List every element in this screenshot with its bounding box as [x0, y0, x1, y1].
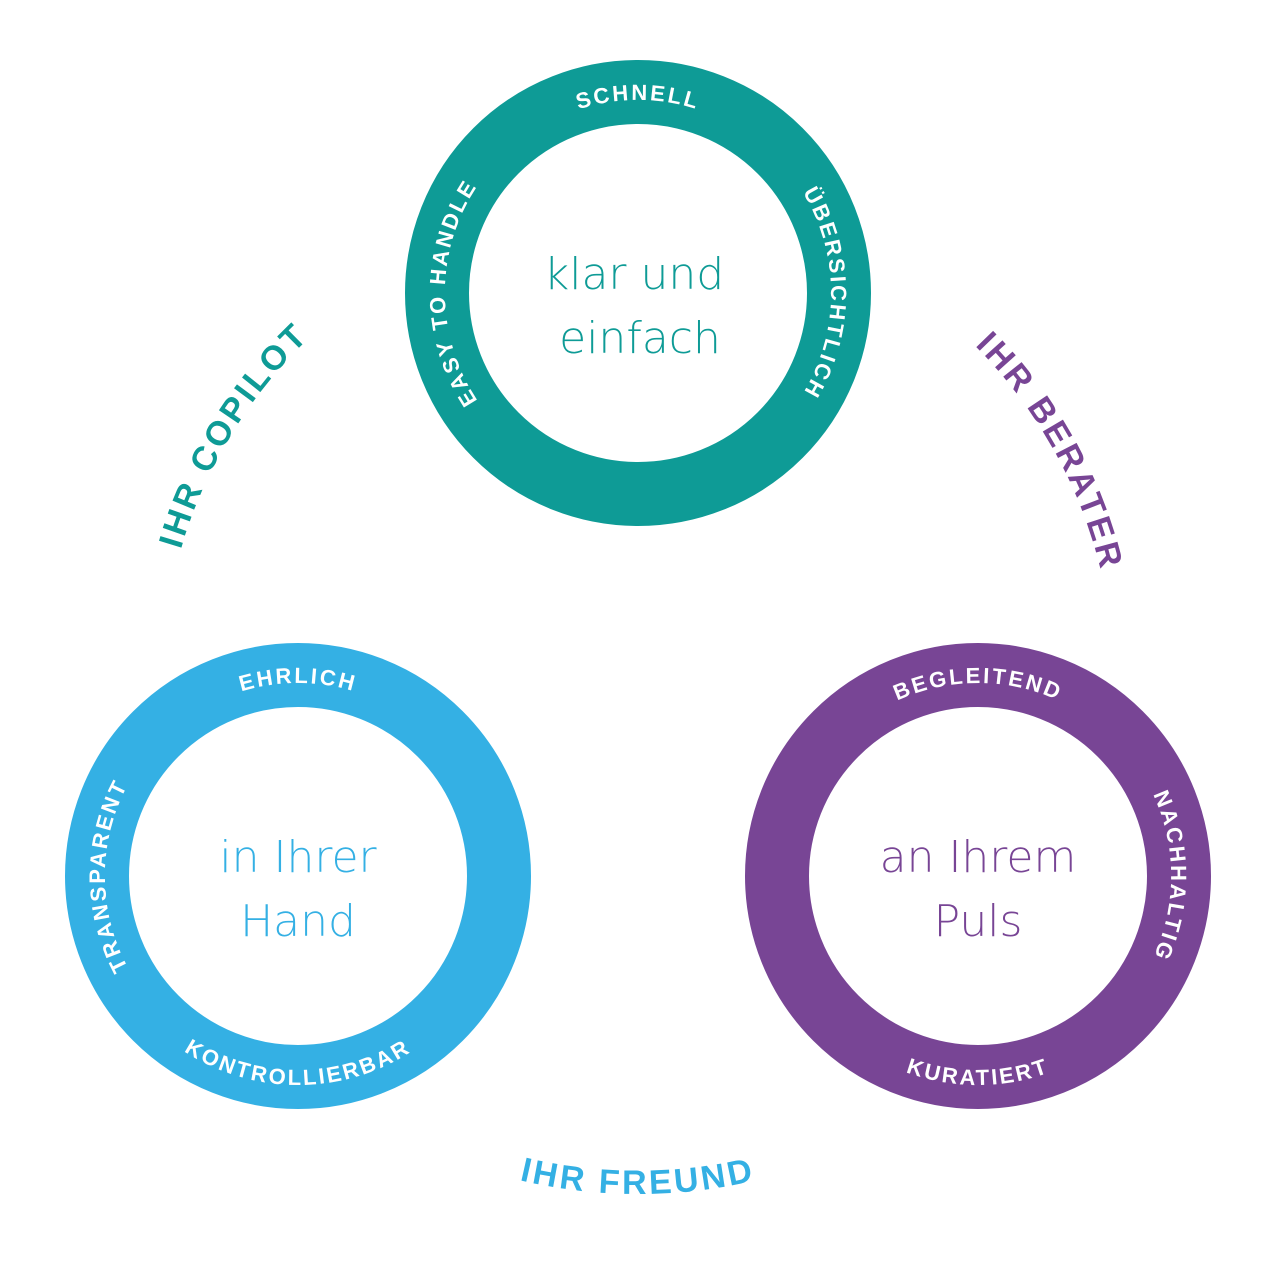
blue-ring	[65, 643, 531, 1109]
circle-an-ihrem-puls: BEGLEITEND NACHHALTIG KURATIERT an Ihrem…	[745, 643, 1211, 1109]
center-text-line1: an Ihrem	[880, 832, 1077, 883]
outer-label-ihr-copilot: IHR COPILOT	[152, 315, 316, 552]
circle-in-ihrer-hand: EHRLICH TRANSPARENT KONTROLLIERBAR in Ih…	[65, 643, 531, 1109]
teal-ring	[405, 60, 871, 526]
circle-klar-und-einfach: SCHNELL EASY TO HANDLE ÜBERSICHTLICH kla…	[405, 60, 871, 526]
outer-label-ihr-berater: IHR BERATER	[969, 325, 1130, 575]
center-text-line1: klar und	[544, 249, 724, 300]
purple-ring	[745, 643, 1211, 1109]
center-text-line2: einfach	[559, 313, 721, 364]
outer-label-ihr-freund: IHR FREUND	[517, 1151, 758, 1202]
center-text-line1: in Ihrer	[219, 832, 377, 883]
center-text-line2: Puls	[934, 896, 1023, 947]
center-text-line2: Hand	[240, 896, 356, 947]
